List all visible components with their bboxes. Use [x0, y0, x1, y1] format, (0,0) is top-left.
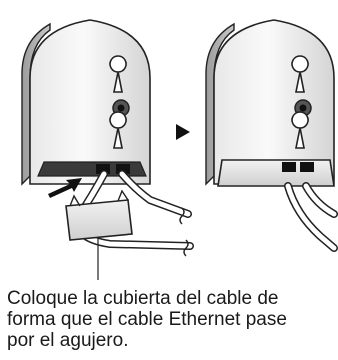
cable-cover: [65, 199, 133, 241]
round-button-center-icon: [117, 104, 125, 112]
instruction-caption: Coloque la cubierta del cable de forma q…: [7, 288, 338, 351]
round-button-center-icon: [299, 104, 307, 112]
ethernet-cable: [285, 183, 337, 251]
cable-break-mark-icon: [183, 239, 189, 257]
device-before: [21, 19, 194, 280]
cable-cover-tab-right: [117, 189, 129, 202]
caption-line-1: Coloque la cubierta del cable de: [7, 288, 279, 309]
lower-keyhole-icon: [291, 111, 309, 149]
upper-keyhole-icon: [109, 55, 127, 93]
power-port-icon: [300, 162, 314, 172]
cable-break-mark-icon: [179, 207, 185, 225]
upper-keyhole-icon: [291, 55, 309, 93]
insert-arrow-icon: [48, 178, 82, 198]
device-after: [205, 19, 338, 252]
lower-keyhole-icon: [109, 111, 127, 149]
caption-line-3: por el agujero.: [7, 330, 129, 351]
ethernet-port-icon: [96, 164, 110, 174]
power-cable: [119, 171, 191, 217]
caption-line-2: forma que el cable Ethernet pase: [7, 309, 287, 330]
device-before-body: [29, 19, 151, 185]
cable-cover-tab-left: [69, 194, 81, 207]
ethernet-port-icon: [282, 162, 296, 172]
power-port-icon: [116, 164, 130, 174]
attached-cable-cover: [217, 159, 335, 187]
cable-cover-illustration: [21, 19, 338, 280]
step-arrow-icon: [176, 124, 190, 140]
power-cable: [303, 183, 337, 217]
